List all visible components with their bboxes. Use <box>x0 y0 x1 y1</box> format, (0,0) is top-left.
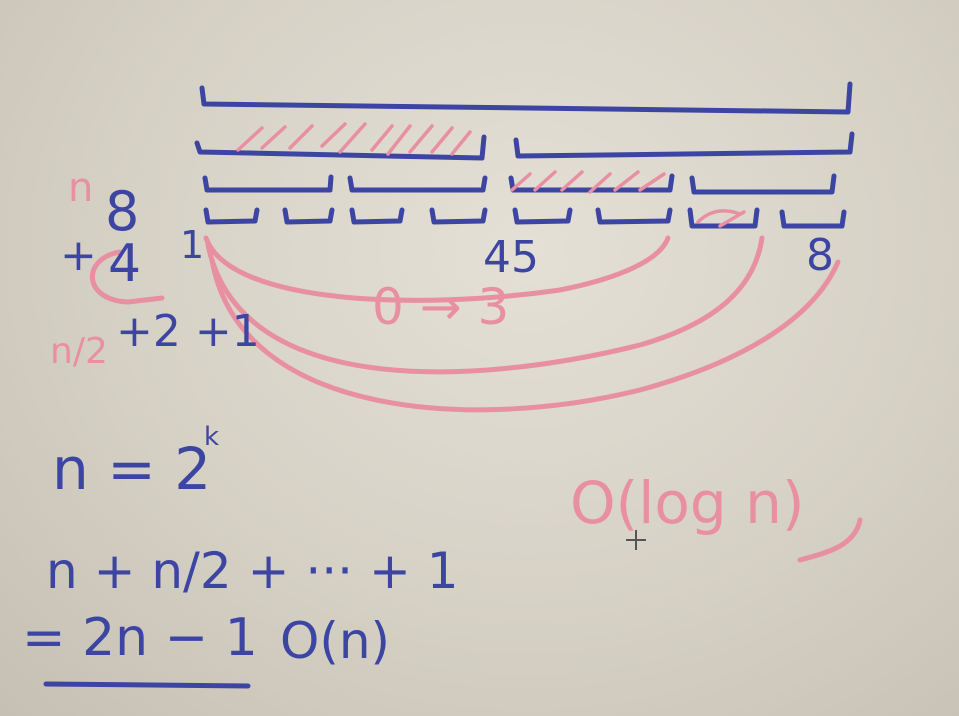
plus-sign: + <box>60 230 97 281</box>
series-four: 4 <box>108 234 142 294</box>
n-half-label: n/2 <box>50 331 108 372</box>
level1-left-bracket <box>194 134 487 161</box>
leaf-3 <box>349 207 405 225</box>
n-equals-2: n = 2 <box>52 435 212 503</box>
n-label: n <box>68 165 94 211</box>
equals-2n-minus-1: = 2n − 1 <box>22 608 258 668</box>
series-rest: +2 +1 <box>116 306 260 357</box>
underline <box>43 681 251 689</box>
crosshair-cursor-icon <box>626 530 646 550</box>
level2-bracket-1 <box>202 174 334 193</box>
leaf-2 <box>282 207 335 225</box>
hatch-level1-left <box>236 122 472 156</box>
first-marker: 1 <box>180 223 205 267</box>
level1-right-bracket <box>513 131 855 159</box>
arc-inner <box>203 235 671 303</box>
leaf-1 <box>203 207 260 225</box>
leaf-label-45: 45 <box>483 232 539 283</box>
leaf-5 <box>512 207 573 225</box>
series-start-8: 8 <box>105 180 140 243</box>
hatch-level2-3 <box>510 170 666 194</box>
hatch-leaf-7 <box>696 209 746 228</box>
exponent-k: k <box>204 422 220 452</box>
arc-middle <box>205 235 765 375</box>
leaf-4 <box>429 207 488 225</box>
leaf-7 <box>687 207 760 229</box>
sum-line: n + n/2 + ··· + 1 <box>46 542 459 600</box>
big-o-log-n: O(log n) <box>570 469 805 537</box>
range-label: 0 → 3 <box>372 278 510 336</box>
leaf-8 <box>779 209 847 229</box>
left-bracket-around-four <box>90 249 165 305</box>
leaf-6 <box>595 207 673 225</box>
root-bracket <box>199 81 853 115</box>
log-tail <box>797 517 863 563</box>
big-o-n: O(n) <box>280 612 391 670</box>
level2-bracket-4 <box>689 173 837 195</box>
arc-outer <box>209 257 841 413</box>
leaf-label-8: 8 <box>806 230 834 281</box>
level2-bracket-2 <box>347 175 488 193</box>
